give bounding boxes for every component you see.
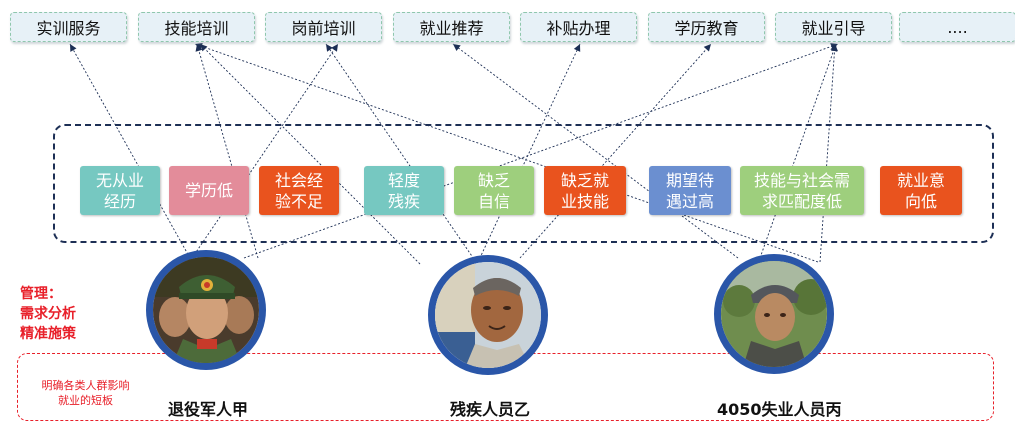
person-avatar-unemployed[interactable]: [714, 254, 834, 374]
arrow-head-icon: [200, 44, 208, 52]
service-label: 补贴办理: [546, 19, 611, 38]
service-label: 岗前培训: [291, 19, 356, 38]
factor-lack-confidence[interactable]: 缺乏 自信: [454, 166, 534, 215]
service-label: 实训服务: [36, 19, 101, 38]
service-box-pre-job-training[interactable]: 岗前培训: [265, 12, 382, 42]
arrow-head-icon: [453, 44, 461, 52]
arrow-head-icon: [326, 44, 333, 52]
older-man-photo-icon: [435, 262, 541, 368]
arrow-head-icon: [573, 44, 581, 52]
factor-high-expectations[interactable]: 期望待 遇过高: [649, 166, 731, 215]
service-label: 技能培训: [164, 19, 229, 38]
service-label: ....: [947, 17, 968, 37]
service-box-skills-training[interactable]: 技能培训: [138, 12, 255, 42]
management-label: 管理： 需求分析 精准施策: [20, 286, 76, 342]
service-box-training[interactable]: 实训服务: [10, 12, 127, 42]
service-box-more[interactable]: ....: [899, 12, 1015, 42]
factor-lack-social-experience[interactable]: 社会经 验不足: [259, 166, 339, 215]
service-box-education[interactable]: 学历教育: [648, 12, 765, 42]
connection-line: [196, 43, 259, 259]
arrow-head-icon: [331, 44, 338, 52]
person-avatar-disabled[interactable]: [428, 255, 548, 375]
person-label-disabled: 残疾人员乙: [450, 400, 531, 419]
factor-skill-mismatch[interactable]: 技能与社会需 求匹配度低: [740, 166, 864, 215]
arrow-head-icon: [195, 43, 203, 50]
soldier-photo-icon: [153, 257, 259, 363]
connection-line: [243, 43, 839, 259]
connection-line: [477, 43, 581, 263]
shortcomings-note: 明确各类人群影响 就业的短板: [41, 379, 130, 407]
service-label: 就业推荐: [419, 19, 484, 38]
factor-mild-disability[interactable]: 轻度 残疾: [364, 166, 444, 215]
arrow-head-icon: [70, 44, 77, 52]
factors-frame: [53, 124, 994, 243]
factor-low-employment-intention[interactable]: 就业意 向低: [880, 166, 962, 215]
factor-lack-job-skills[interactable]: 缺乏就 业技能: [544, 166, 626, 215]
connection-line: [69, 43, 191, 259]
service-label: 就业引导: [801, 19, 866, 38]
person-label-veteran: 退役军人甲: [168, 400, 249, 419]
factor-low-education[interactable]: 学历低: [169, 166, 249, 215]
connection-line: [759, 43, 837, 259]
man-outdoors-photo-icon: [721, 261, 827, 367]
connection-line: [452, 43, 739, 259]
connection-line: [819, 43, 836, 263]
service-box-subsidy[interactable]: 补贴办理: [520, 12, 637, 42]
service-label: 学历教育: [674, 19, 739, 38]
service-box-employment-guidance[interactable]: 就业引导: [775, 12, 892, 42]
arrow-head-icon: [831, 44, 839, 52]
person-avatar-veteran[interactable]: [146, 250, 266, 370]
connection-line: [191, 43, 339, 259]
factor-no-work-experience[interactable]: 无从业 经历: [80, 166, 160, 215]
connection-line: [325, 43, 477, 263]
arrow-head-icon: [703, 44, 711, 52]
person-label-unemployed: 4050失业人员丙: [717, 400, 842, 419]
service-box-job-recommendation[interactable]: 就业推荐: [393, 12, 510, 42]
